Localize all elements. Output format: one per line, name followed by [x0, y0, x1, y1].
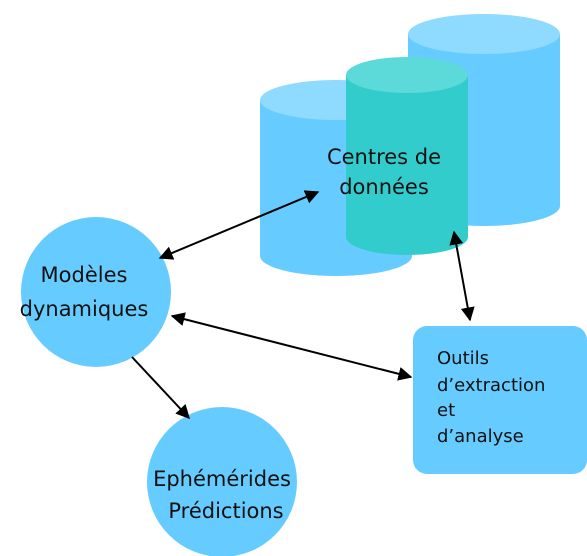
ephemerides-label-line1: Ephémérides [153, 467, 291, 491]
arrow-models-ephemerides [131, 356, 190, 420]
arrow-datacenters-tools [449, 230, 475, 322]
dynamic-models-node [21, 217, 171, 367]
ephemerides-label-line2: Prédictions [168, 499, 283, 523]
data-centers-label-line2: données [339, 175, 429, 199]
arrow-models-tools [170, 312, 413, 381]
dynamic-models-label-line1: Modèles [41, 263, 128, 287]
data-centers-label-line1: Centres de [327, 145, 441, 169]
dynamic-models-label-line2: dynamiques [20, 297, 149, 321]
extraction-tools-node [413, 326, 587, 474]
extraction-tools-label-line2: d’extraction [437, 375, 545, 396]
ephemerides-node [147, 407, 297, 556]
extraction-tools-label-line3: et [437, 400, 455, 421]
extraction-tools-label-line1: Outils [437, 348, 489, 369]
database-cylinder-front [346, 57, 468, 255]
extraction-tools-label-line4: d’analyse [437, 426, 524, 447]
arrow-models-datacenters [158, 190, 320, 260]
